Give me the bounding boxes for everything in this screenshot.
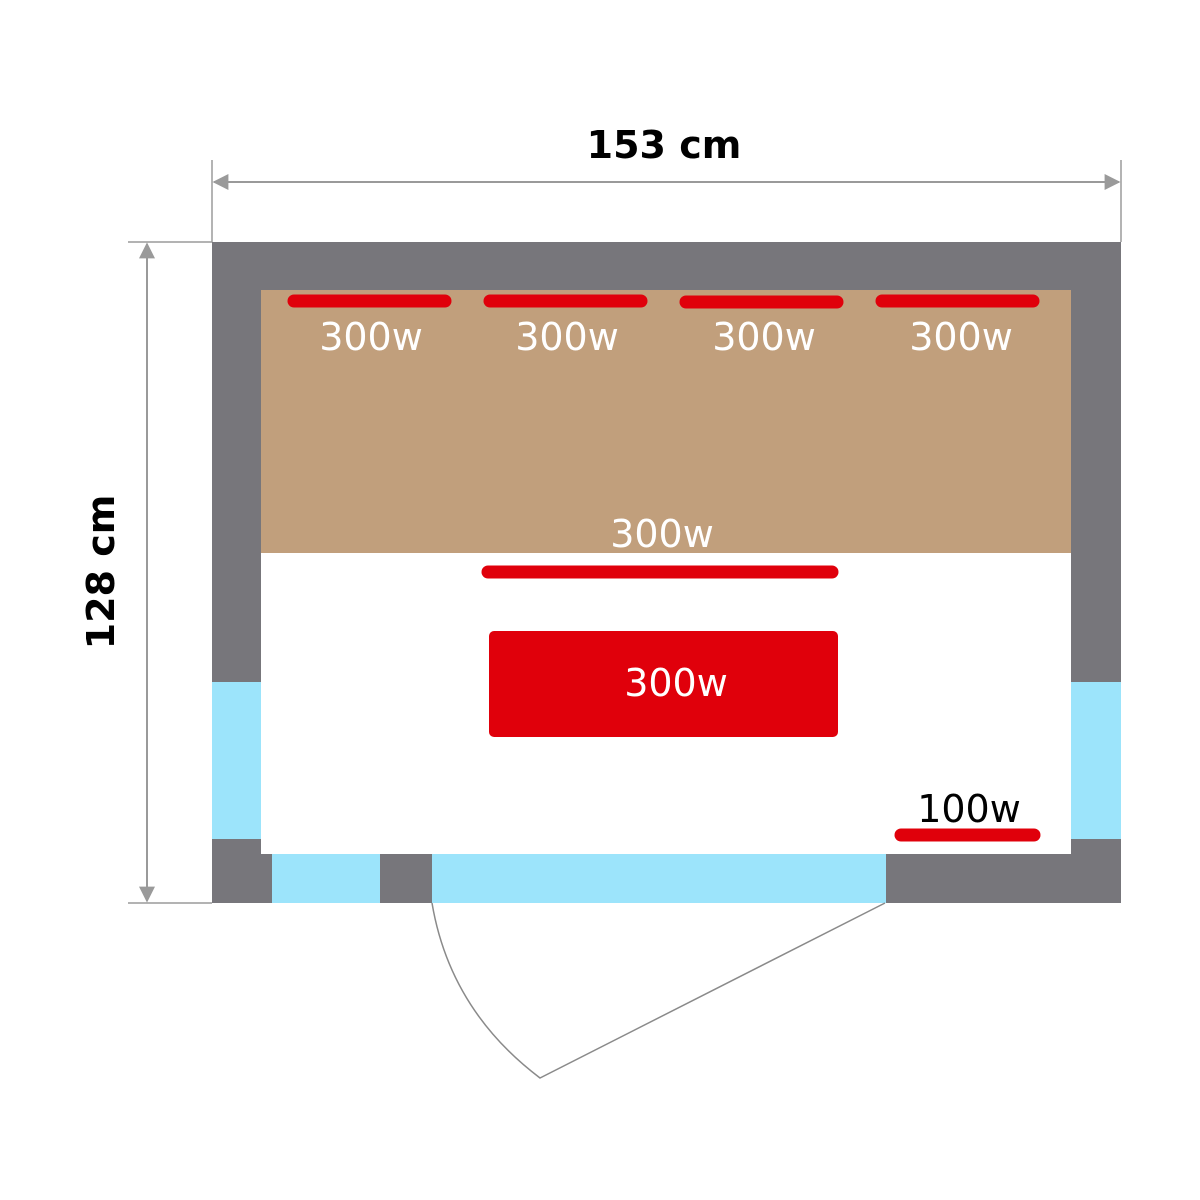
heater-bench-front-label: 300w xyxy=(610,512,714,556)
heater-back-3-label: 300w xyxy=(712,315,816,359)
heater-back-2-label: 300w xyxy=(515,315,619,359)
heater-floor-label: 300w xyxy=(624,661,728,705)
glass-left xyxy=(212,682,261,839)
height-label: 128 cm xyxy=(79,495,123,650)
heater-floor xyxy=(489,631,838,737)
bench xyxy=(261,290,1071,553)
heater-back-1-label: 300w xyxy=(319,315,423,359)
door-swing xyxy=(431,902,886,1079)
glass-door xyxy=(432,854,886,903)
width-label: 153 cm xyxy=(587,123,742,167)
glass-front-left xyxy=(272,854,380,903)
heater-corner-label: 100w xyxy=(917,787,1021,831)
glass-right xyxy=(1071,682,1121,839)
heater-back-4-label: 300w xyxy=(909,315,1013,359)
